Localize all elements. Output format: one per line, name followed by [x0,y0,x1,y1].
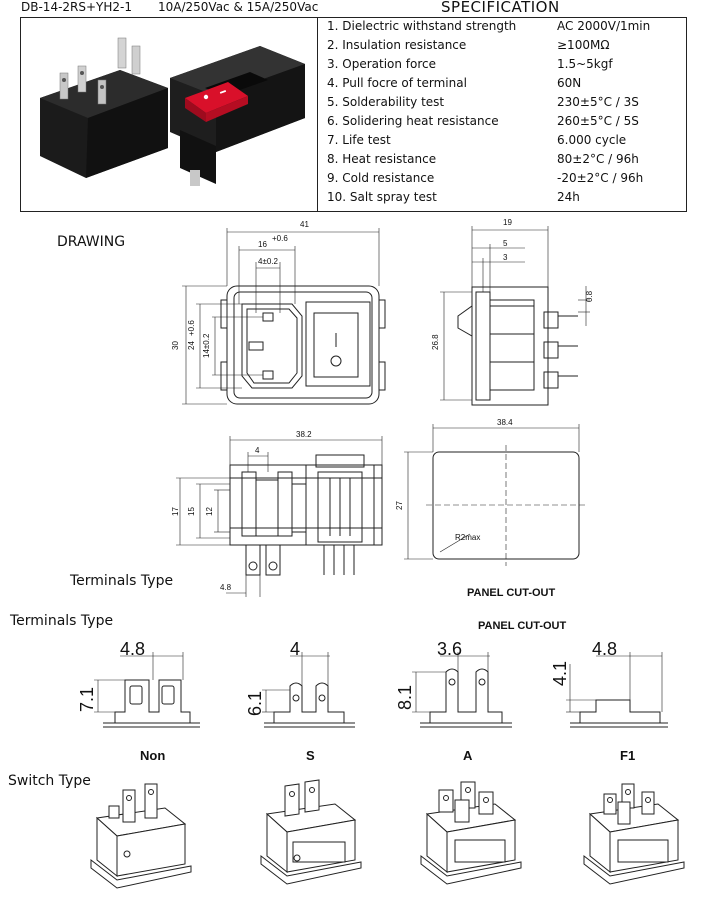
svg-text:38.4: 38.4 [497,418,513,427]
switch-type-label: Switch Type [8,773,91,789]
product-front-view [170,46,305,186]
svg-text:26.8: 26.8 [431,334,440,350]
rating-text: 10A/250Vac & 15A/250Vac [158,0,319,14]
product-photo [40,37,305,186]
spec-row: 9. Cold resistance-20±2°C / 96h [327,171,644,185]
terminals-type-label: Terminals Type [10,613,114,629]
svg-text:4.8: 4.8 [120,639,145,659]
switch-type-drawings [90,779,685,889]
svg-text:0.8: 0.8 [585,290,594,302]
iec-inlet-outline [241,303,303,389]
svg-text:14±0.2: 14±0.2 [202,333,211,358]
terminal-type-name: S [306,748,315,763]
svg-text:8.1: 8.1 [395,685,415,710]
svg-text:+0.6: +0.6 [187,320,196,336]
product-back-view [40,37,168,178]
svg-text:12: 12 [205,507,214,516]
model-number: DB-14-2RS+YH2-1 [21,0,132,14]
svg-text:6.1: 6.1 [245,691,265,716]
svg-text:4.8: 4.8 [592,639,617,659]
drawing-label: DRAWING [57,234,126,250]
spec-box [20,17,687,212]
svg-text:4.1: 4.1 [550,661,570,686]
svg-text:R2max: R2max [455,533,480,542]
svg-text:30: 30 [171,341,180,350]
svg-text:4±0.2: 4±0.2 [258,257,279,266]
svg-text:4: 4 [290,639,300,659]
svg-text:7.1: 7.1 [77,687,97,712]
svg-text:3.6: 3.6 [437,639,462,659]
svg-text:38.2: 38.2 [296,430,312,439]
spec-title: SPECIFICATION [441,0,560,16]
svg-text:24: 24 [187,341,196,350]
svg-text:16: 16 [258,240,267,249]
svg-text:41: 41 [300,220,309,229]
terminal-type-drawings [94,652,668,728]
spec-row: 2. Insulation resistance≥100MΩ [327,38,610,52]
svg-text:15: 15 [187,507,196,516]
svg-text:19: 19 [503,218,512,227]
terminal-type-name: Non [140,748,166,763]
rocker-outline [305,301,371,387]
svg-text:+0.6: +0.6 [272,234,288,243]
svg-text:27: 27 [395,501,404,510]
svg-text:4: 4 [255,446,260,455]
rocker-switch-red [185,82,248,113]
terminal-type-name: F1 [620,748,636,763]
svg-text:4.8: 4.8 [220,583,232,592]
terminal-type-name: A [463,748,473,763]
spec-divider [317,17,318,212]
panel-cutout-caption: PANEL CUT-OUT [467,587,556,599]
svg-text:17: 17 [171,507,180,516]
svg-text:3: 3 [503,253,508,262]
svg-text:5: 5 [503,239,508,248]
panel-cutout-caption-2: PANEL CUT-OUT [478,620,567,632]
terminals-type-label-drawing: Terminals Type [70,573,174,589]
front-view-outline [226,285,380,405]
side-view-outline [471,286,549,406]
